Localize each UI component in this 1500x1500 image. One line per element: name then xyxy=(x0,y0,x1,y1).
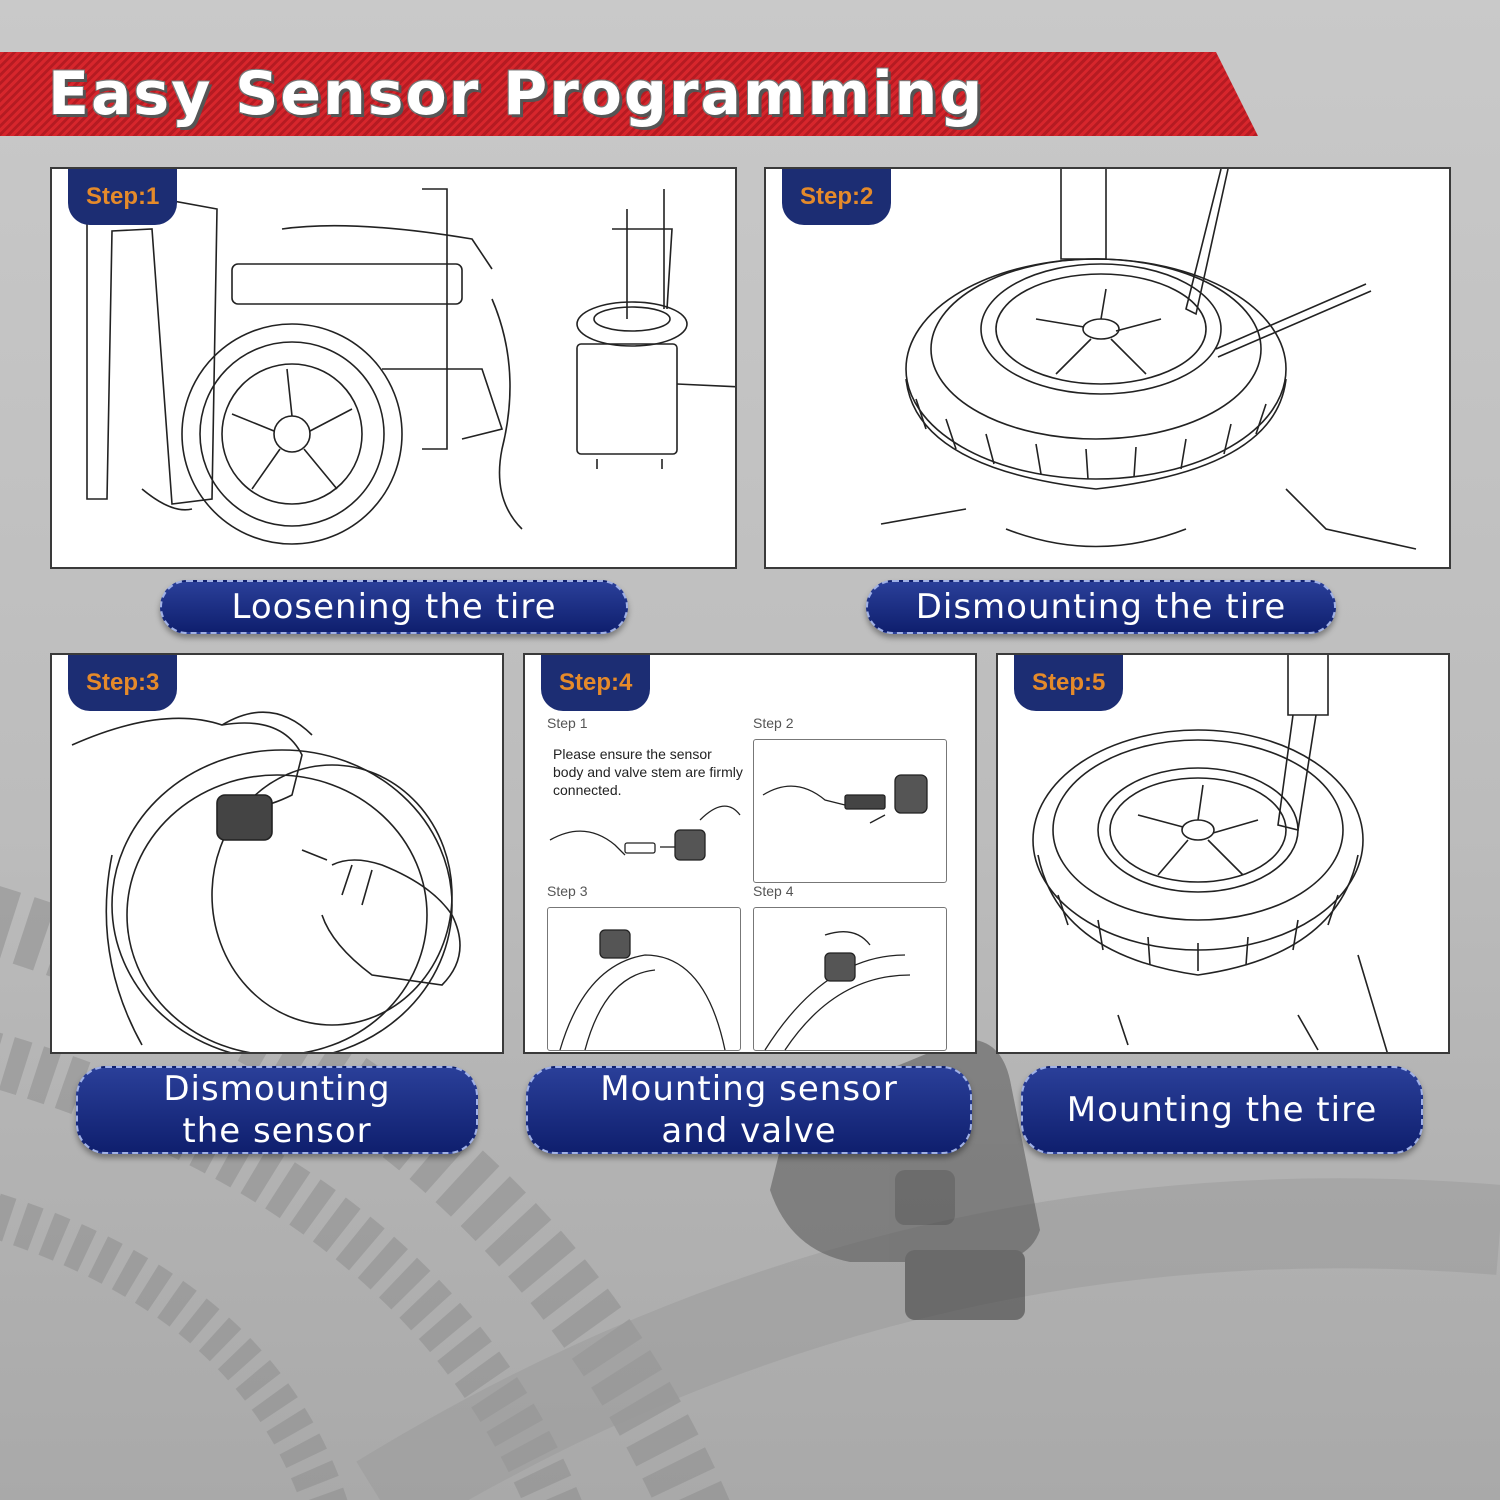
step-4-note: Please ensure the sensor body and valve … xyxy=(553,746,743,798)
step-4-sub3-label: Step 3 xyxy=(547,883,588,899)
step-3-badge: Step:3 xyxy=(68,655,178,711)
step-4-caption-text: Mounting sensor and valve xyxy=(600,1069,898,1151)
step-5-caption: Mounting the tire xyxy=(1021,1066,1423,1154)
step-1-panel: Step:1 xyxy=(50,167,737,569)
step-5-panel: Step:5 xyxy=(996,653,1450,1054)
tire-mount-icon xyxy=(1032,655,1388,1052)
step-2-badge: Step:2 xyxy=(782,169,892,225)
step-2-caption: Dismounting the tire xyxy=(866,580,1336,634)
step-3-caption-text: Dismounting the sensor xyxy=(163,1069,391,1151)
step-2-caption-text: Dismounting the tire xyxy=(915,587,1287,627)
tire-changer-icon xyxy=(86,188,735,545)
step-4-caption: Mounting sensor and valve xyxy=(526,1066,972,1154)
step-1-caption: Loosening the tire xyxy=(160,580,628,634)
step-4-badge: Step:4 xyxy=(541,655,651,711)
step-4-sub4-label: Step 4 xyxy=(753,883,794,899)
step-2-panel: Step:2 xyxy=(764,167,1451,569)
tire-dismount-icon xyxy=(880,169,1417,550)
step-4-panel: Step:4 Step 1 Step 2 Please ensure the s… xyxy=(523,653,977,1054)
step-4-sub1-label: Step 1 xyxy=(547,715,588,731)
step-3-panel: Step:3 xyxy=(50,653,504,1054)
step-4-sub3-box xyxy=(547,907,741,1051)
step-4-sub2-label: Step 2 xyxy=(753,715,794,731)
step-1-caption-text: Loosening the tire xyxy=(231,587,557,627)
sensor-assembly-icon xyxy=(549,774,928,1051)
page-title: Easy Sensor Programming xyxy=(48,59,985,129)
step-5-caption-text: Mounting the tire xyxy=(1066,1090,1378,1130)
step-5-badge: Step:5 xyxy=(1014,655,1124,711)
hands-sensor-icon xyxy=(71,711,461,1052)
step-3-caption: Dismounting the sensor xyxy=(76,1066,478,1154)
step-1-badge: Step:1 xyxy=(68,169,178,225)
title-banner xyxy=(0,52,1258,136)
step-4-sub4-box xyxy=(753,907,947,1051)
